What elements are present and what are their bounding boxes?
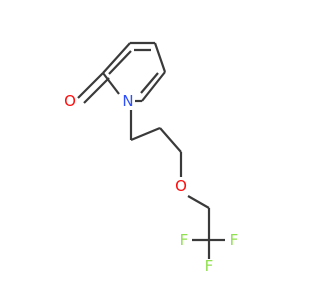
atom-o-ether: O xyxy=(175,177,187,195)
bond-o-ether-cd xyxy=(187,195,210,209)
bond-c5-c6 xyxy=(141,71,166,102)
bond-c4-c5 xyxy=(153,42,167,73)
atom-n-ring: N xyxy=(122,92,133,110)
molecule-structure: O N O F F F xyxy=(64,41,239,275)
bond-c2-o-carbonyl-b xyxy=(83,77,110,104)
atom-o-carbonyl: O xyxy=(64,92,76,110)
bond-ca-cb xyxy=(130,126,161,142)
bond-n1-c2 xyxy=(102,72,120,95)
bond-c2-c3 xyxy=(102,42,131,74)
bond-c2-c3-inner xyxy=(108,50,132,75)
bond-c5-c6-inner xyxy=(140,72,159,94)
atom-f-bottom: F xyxy=(205,257,214,275)
atom-f-right: F xyxy=(230,231,239,249)
bond-c2-o-carbonyl-a xyxy=(77,72,104,99)
atom-f-left: F xyxy=(180,231,189,249)
bond-cb-cc xyxy=(159,127,182,153)
